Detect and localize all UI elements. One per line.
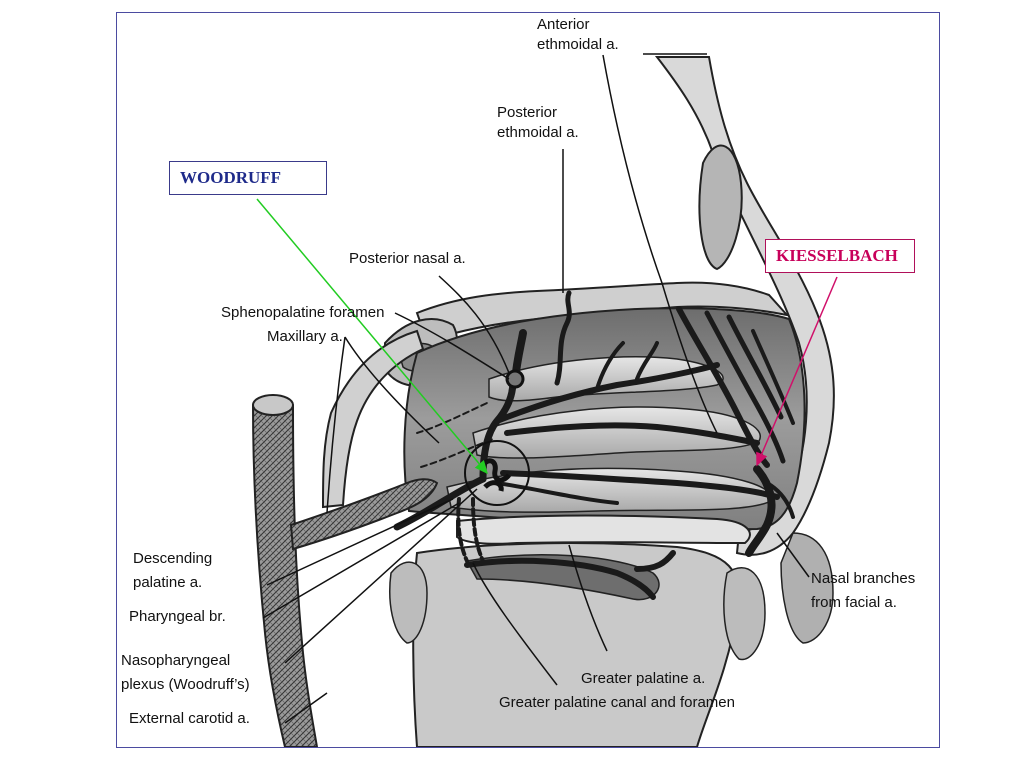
label-external-carotid: External carotid a.: [129, 710, 250, 727]
label-posterior-ethmoidal-line2: ethmoidal a.: [497, 124, 579, 141]
label-pharyngeal-br: Pharyngeal br.: [129, 608, 226, 625]
label-posterior-ethmoidal-line1: Posterior: [497, 104, 558, 121]
label-nasopharyngeal-line2: plexus (Woodruff’s): [121, 676, 250, 693]
woodruff-callout: WOODRUFF: [169, 161, 327, 195]
label-descending-palatine-line2: palatine a.: [133, 574, 203, 591]
kiesselbach-arrow: [756, 276, 838, 467]
label-greater-palatine-canal: Greater palatine canal and foramen: [499, 694, 735, 711]
label-maxillary: Maxillary a.: [267, 328, 343, 345]
arteries: [393, 290, 795, 600]
label-descending-palatine-line1: Descending: [133, 550, 213, 567]
woodruff-plexus-knots: [481, 458, 511, 492]
external-carotid-vessel: [251, 394, 439, 747]
kiesselbach-callout: KIESSELBACH: [765, 239, 915, 273]
label-nasal-branches-line2: from facial a.: [811, 594, 897, 611]
label-nasal-branches-line1: Nasal branches: [811, 570, 916, 587]
woodruff-arrow: [256, 198, 488, 475]
label-nasopharyngeal-line1: Nasopharyngeal: [121, 652, 231, 669]
diagram-frame: WOODRUFF KIESSELBACH Anterior ethmoidal …: [116, 12, 940, 748]
sphenopalatine-foramen: [505, 369, 525, 389]
lateral-nasal-wall: [403, 307, 806, 531]
label-anterior-ethmoidal-line1: Anterior: [537, 16, 590, 33]
label-anterior-ethmoidal-line2: ethmoidal a.: [537, 36, 619, 53]
nasal-cavity-illustration: [251, 53, 838, 747]
leader-lines: [262, 53, 810, 724]
label-greater-palatine-a: Greater palatine a.: [581, 670, 706, 687]
label-sphenopalatine-foramen: Sphenopalatine foramen: [221, 304, 385, 321]
woodruff-plexus-circle: [464, 440, 530, 506]
label-posterior-nasal: Posterior nasal a.: [349, 250, 466, 267]
hard-palate: [389, 514, 834, 747]
